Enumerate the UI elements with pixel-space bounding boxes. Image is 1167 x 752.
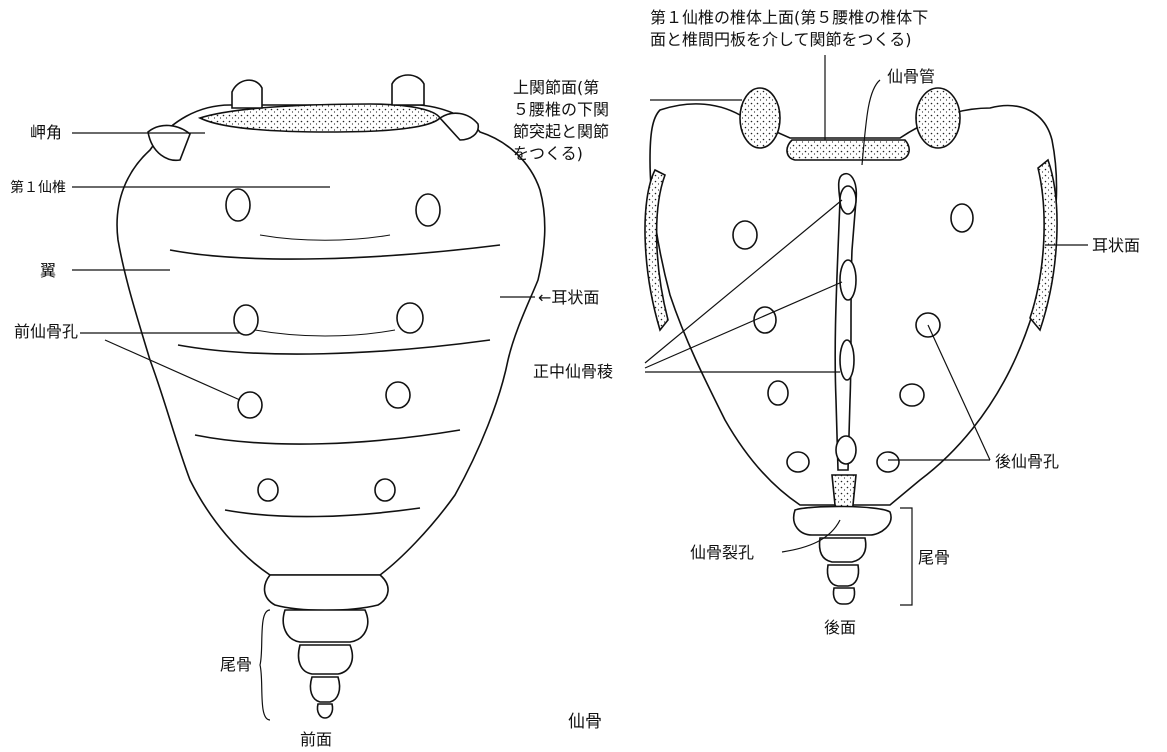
back-foramen-4r [877,452,899,472]
label-front-coccyx: 尾骨 [220,655,252,675]
label-front-auricular: ←耳状面 [538,288,599,308]
label-posterior-foramina: 後仙骨孔 [995,452,1059,472]
front-foramen-4r [375,479,395,501]
label-sup-articular-line1: 上関節面(第 [513,78,599,98]
back-foramen-4l [787,452,809,472]
back-foramen-3l [768,381,788,405]
front-foramen-1l [226,189,250,221]
label-sup-articular-line2: ５腰椎の下関 [513,100,609,120]
back-sup-articular-r [916,88,960,148]
front-sacrum-outline [117,105,545,575]
back-coccyx [794,506,891,604]
back-foramen-1r [951,204,973,232]
back-foramen-2l [754,307,776,333]
back-foramen-3r [900,384,924,406]
label-ala: 翼 [40,261,56,281]
label-back-view: 後面 [824,618,856,638]
back-foramen-1l [733,221,757,249]
front-coccyx [265,575,389,718]
front-foramen-3r [386,382,410,408]
back-s1-body-top [787,140,909,160]
label-anterior-foramina: 前仙骨孔 [14,322,78,342]
label-s1-body-top-line1: 第１仙椎の椎体上面(第５腰椎の椎体下 [650,8,928,28]
label-median-crest: 正中仙骨稜 [533,362,613,382]
back-sup-articular-l [740,88,780,148]
label-s1-body-top-line2: 面と椎間円板を介して関節をつくる) [650,30,911,50]
label-promontory: 岬角 [30,123,62,143]
figure-caption: 仙骨 [568,712,602,732]
label-back-auricular: 耳状面 [1092,236,1140,256]
front-foramen-2r [397,303,423,333]
sacrum-back-view [645,88,1057,604]
label-sup-articular-line4: をつくる) [513,144,583,164]
front-foramen-3l [238,392,262,418]
label-sacral-canal: 仙骨管 [887,67,935,87]
label-sup-articular-line3: 節突起と関節 [513,122,609,142]
label-back-coccyx: 尾骨 [918,548,950,568]
label-first-sacral: 第１仙椎 [10,178,66,198]
front-foramen-2l [234,305,258,335]
label-front-view: 前面 [300,730,332,750]
sacrum-front-view [117,75,545,718]
front-foramen-4l [258,479,278,501]
label-hiatus: 仙骨裂孔 [690,543,754,563]
front-foramen-1r [416,194,440,226]
